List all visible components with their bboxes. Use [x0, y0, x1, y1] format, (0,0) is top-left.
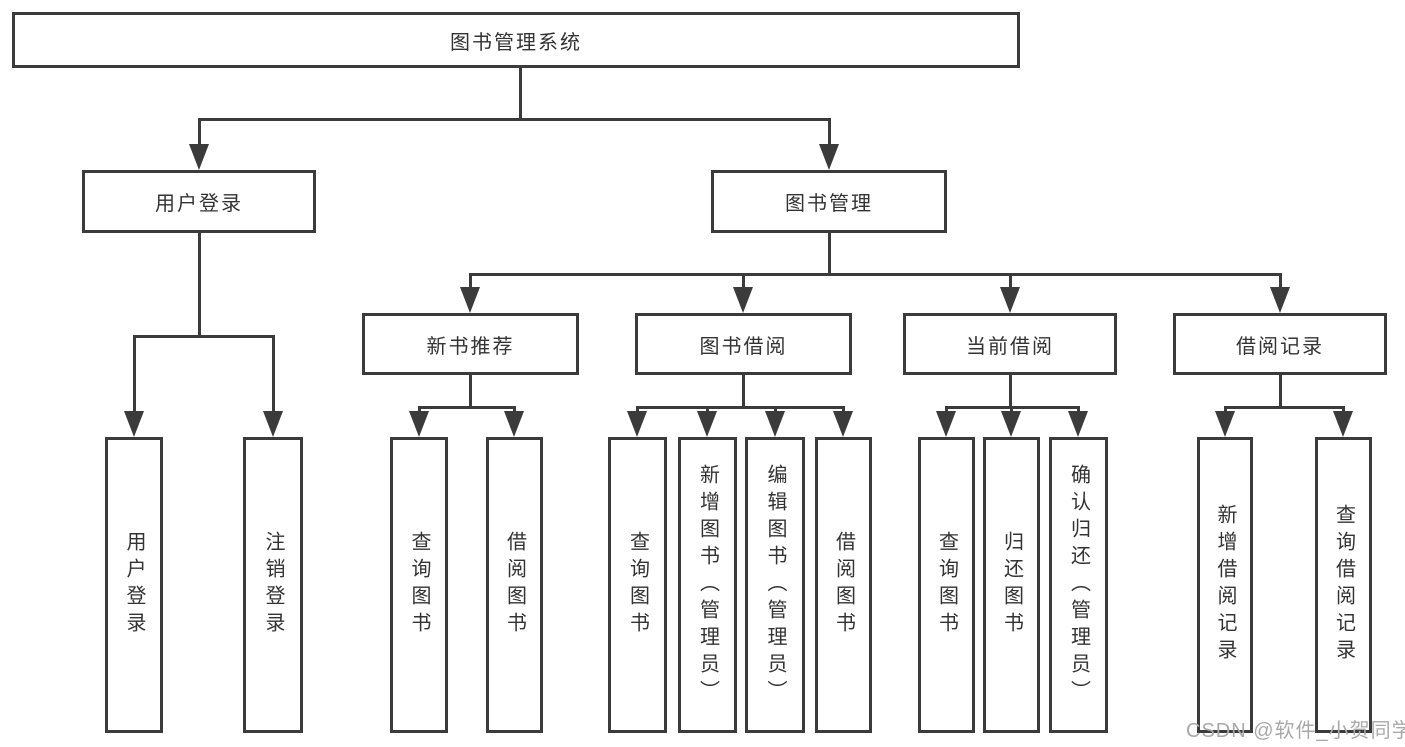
connector-line — [133, 335, 136, 419]
arrowhead-down — [627, 411, 647, 437]
node-add-borrow-record: 新增借阅记录 — [1197, 437, 1253, 733]
node-query-books-current: 查询图书 — [918, 437, 975, 733]
connector-line — [1279, 375, 1282, 409]
node-add-books-admin: 新增图书（管理员） — [678, 437, 737, 733]
node-return-books: 归还图书 — [983, 437, 1040, 733]
arrowhead-down — [819, 144, 839, 170]
arrowhead-down — [460, 287, 480, 313]
node-borrowing-records: 借阅记录 — [1173, 313, 1387, 375]
arrowhead-down — [733, 287, 753, 313]
node-label: 确认归还（管理员） — [1067, 463, 1090, 707]
connector-line — [469, 375, 472, 409]
node-label: 图书借阅 — [699, 335, 788, 358]
arrowhead-down — [1333, 411, 1353, 437]
arrowhead-down — [1001, 411, 1021, 437]
arrowhead-down — [1000, 287, 1020, 313]
node-root-library-management-system: 图书管理系统 — [12, 12, 1020, 68]
connector-line — [198, 118, 201, 152]
node-borrow-books-recommend: 借阅图书 — [486, 437, 543, 733]
node-label: 当前借阅 — [966, 335, 1054, 358]
connector-line — [418, 406, 516, 409]
arrowhead-down — [936, 411, 956, 437]
node-label: 借阅图书 — [832, 531, 855, 639]
node-borrow-books-borrowing: 借阅图书 — [815, 437, 872, 733]
arrowhead-down — [833, 411, 853, 437]
connector-line — [1009, 375, 1012, 409]
node-logout: 注销登录 — [243, 437, 303, 733]
node-label: 查询图书 — [935, 531, 958, 639]
node-label: 新增借阅记录 — [1214, 504, 1236, 666]
connector-line — [272, 335, 275, 419]
node-user-login: 用户登录 — [82, 170, 316, 233]
connector-line — [133, 335, 275, 338]
node-label: 借阅图书 — [503, 531, 526, 639]
connector-line — [469, 273, 1282, 276]
node-edit-books-admin: 编辑图书（管理员） — [745, 437, 805, 733]
arrowhead-down — [409, 411, 429, 437]
connector-line — [636, 406, 845, 409]
node-label: 图书管理系统 — [450, 31, 582, 54]
connector-line — [469, 273, 472, 295]
arrowhead-down — [504, 411, 524, 437]
connector-line — [198, 233, 201, 338]
arrowhead-down — [1215, 411, 1235, 437]
node-label: 归还图书 — [1000, 531, 1023, 639]
node-label: 用户登录 — [123, 531, 145, 639]
connector-line — [1009, 273, 1012, 295]
connector-line — [198, 118, 831, 121]
arrowhead-down — [263, 411, 283, 437]
node-label: 新书推荐 — [426, 335, 515, 358]
node-user-login-leaf: 用户登录 — [105, 437, 163, 733]
connector-line — [828, 118, 831, 152]
arrowhead-down — [1068, 411, 1088, 437]
node-label: 图书管理 — [785, 193, 873, 215]
node-label: 用户登录 — [155, 193, 243, 215]
arrowhead-down — [124, 411, 144, 437]
node-label: 查询图书 — [626, 531, 649, 639]
arrowhead-down — [765, 411, 785, 437]
connector-line — [1279, 273, 1282, 295]
node-label: 编辑图书（管理员） — [764, 463, 786, 707]
node-book-borrowing: 图书借阅 — [635, 313, 852, 375]
node-confirm-return-admin: 确认归还（管理员） — [1049, 437, 1108, 733]
arrowhead-down — [1270, 287, 1290, 313]
node-label: 查询借阅记录 — [1332, 504, 1355, 666]
connector-line — [742, 375, 745, 409]
node-query-books-recommend: 查询图书 — [390, 437, 448, 733]
connector-line — [1224, 406, 1345, 409]
node-label: 借阅记录 — [1236, 335, 1324, 358]
connector-line — [742, 273, 745, 295]
node-query-borrow-record: 查询借阅记录 — [1315, 437, 1372, 733]
arrowhead-down — [697, 411, 717, 437]
node-label: 注销登录 — [262, 531, 284, 639]
node-new-book-recommend: 新书推荐 — [362, 313, 579, 375]
node-current-borrowing: 当前借阅 — [903, 313, 1117, 375]
connector-line — [828, 233, 831, 276]
node-book-management: 图书管理 — [711, 170, 947, 233]
node-label: 新增图书（管理员） — [696, 463, 719, 707]
csdn-watermark: CSDN @软件_小贺同学 — [1186, 720, 1405, 742]
arrowhead-down — [189, 144, 209, 170]
connector-line — [519, 68, 522, 121]
node-label: 查询图书 — [408, 531, 430, 639]
node-query-books-borrowing: 查询图书 — [608, 437, 667, 733]
